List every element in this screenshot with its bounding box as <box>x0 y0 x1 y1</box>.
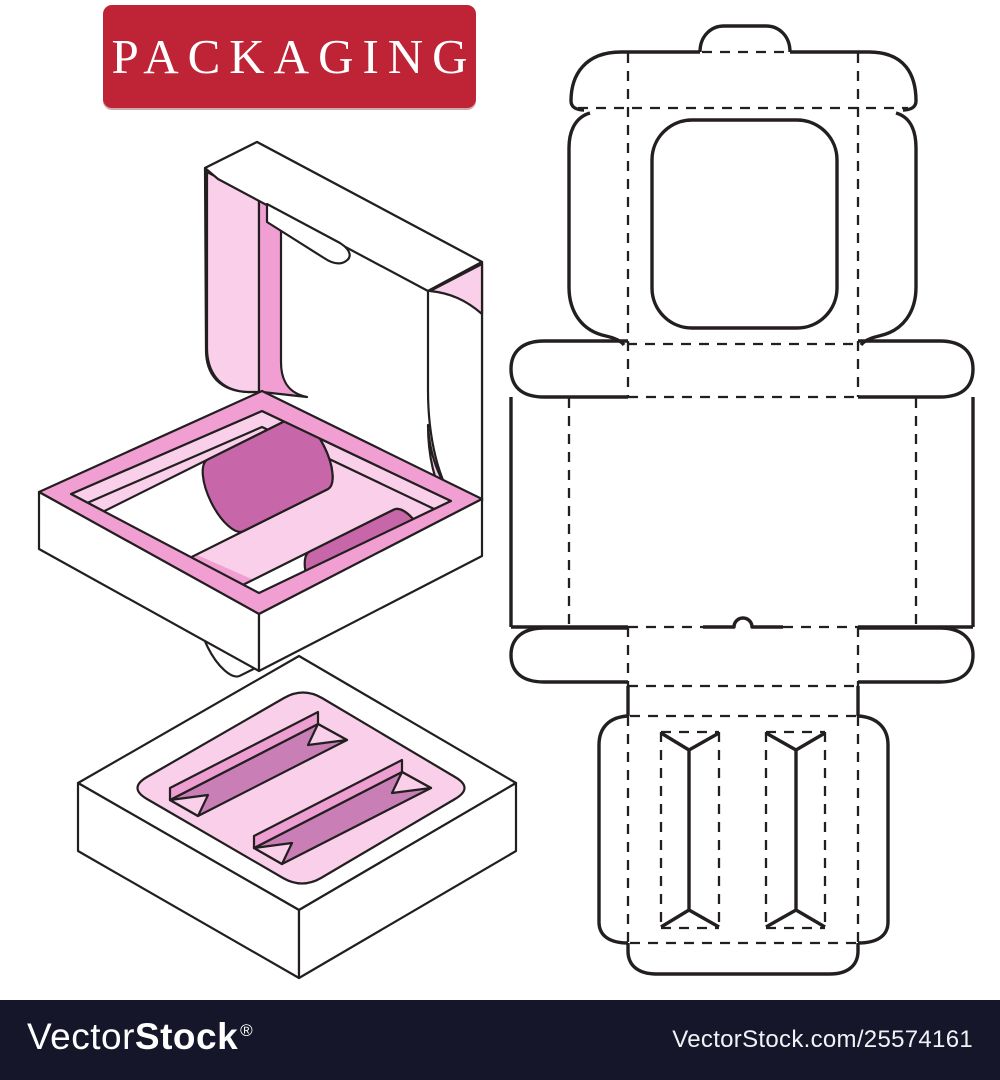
packaging-banner: PACKAGING <box>103 5 476 108</box>
cut-tuck-tab <box>698 24 792 53</box>
lid-left-dust-flap <box>205 170 261 394</box>
cut-bottom-flap <box>626 943 860 976</box>
lid-corner-curl-top <box>428 262 484 316</box>
cut-wing-right <box>868 50 918 112</box>
cut-main-panel-sides <box>509 397 975 627</box>
slot-back-notch-near <box>168 793 210 818</box>
lid-hinge-wall <box>257 197 309 399</box>
watermark-bar: VectorStock® VectorStock.com/25574161 <box>0 1000 1000 1080</box>
cut-thumb-notch <box>703 616 783 629</box>
cut-side-flap-upper-left <box>509 339 628 399</box>
vectorstock-logo: VectorStock® <box>27 997 253 1080</box>
insert-tray-illustration <box>76 654 518 980</box>
cut-slot-left <box>660 731 720 929</box>
cut-wing-left <box>569 50 622 112</box>
lid-tuck-tab <box>265 202 351 265</box>
open-box-illustration <box>37 140 484 678</box>
dieline-window-cutout <box>650 118 839 330</box>
cut-insert-panel-right <box>857 714 890 945</box>
slot-back-notch-far <box>306 722 349 747</box>
fold-slot-left-outline <box>659 730 721 930</box>
insert-recess <box>136 691 466 885</box>
cut-side-flap-lower-right <box>858 626 975 684</box>
tray-wall-base-lines <box>70 425 452 518</box>
registered-mark-icon: ® <box>240 1020 253 1040</box>
slot-front-notch-far <box>390 770 433 795</box>
image-source-reference: VectorStock.com/25574161 <box>672 1026 973 1053</box>
dieline-cut-lines <box>509 24 975 976</box>
cut-lid-panel-right <box>859 111 918 347</box>
box-tray <box>37 389 484 678</box>
logo-text-bold: Stock <box>134 1015 239 1057</box>
cut-slot-right <box>765 731 826 929</box>
cut-neck-verticals <box>626 686 860 716</box>
insert-outer-wall-right <box>297 781 518 980</box>
dieline-fold-lines <box>567 50 918 945</box>
fold-insert-sides <box>626 716 860 943</box>
cut-insert-panel-left <box>597 714 629 945</box>
box-lid <box>203 140 484 507</box>
cut-lid-panel-left <box>567 111 626 347</box>
insert-slot-back <box>168 710 349 818</box>
banner-title: PACKAGING <box>111 29 477 84</box>
insert-slot-front <box>252 758 433 866</box>
cut-side-flap-lower-left <box>509 626 628 684</box>
logo-text-regular: Vector <box>27 1015 135 1057</box>
tray-outer-wall-right <box>257 497 484 673</box>
fold-vertical-row2 <box>626 627 860 686</box>
dieline-template <box>509 24 975 976</box>
cut-side-flap-upper-right <box>858 339 975 399</box>
fold-slot-right-outline <box>764 730 827 930</box>
slot-front-notch-near <box>252 841 294 866</box>
